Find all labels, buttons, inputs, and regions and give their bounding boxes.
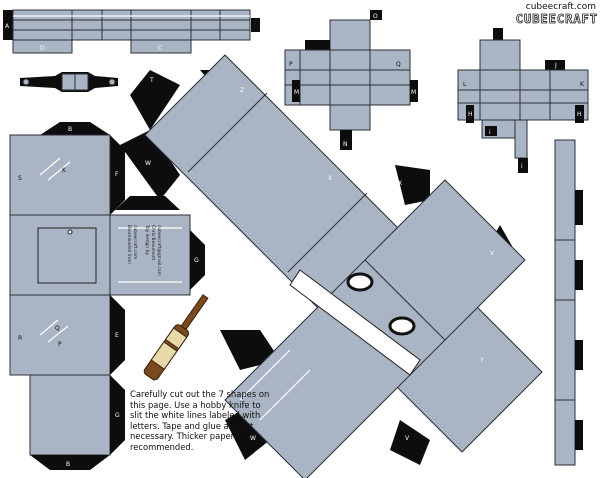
arm-piece-right: J J L K H H i i — [457, 28, 589, 173]
label-j: J — [494, 32, 497, 39]
label-x: X — [328, 175, 332, 182]
label-v: V — [490, 250, 495, 257]
label-v: V — [405, 435, 410, 442]
arm-piece-left: O O P Q M M N — [284, 10, 418, 150]
instructions-text: Carefully cut out the 7 shapes on this p… — [130, 389, 270, 452]
credits: Downloaded from cubeecraft.com Toy desig… — [126, 224, 162, 276]
label-y: Y — [479, 357, 484, 364]
label-r: R — [18, 335, 22, 342]
label-j: J — [554, 62, 557, 69]
label-f: F — [115, 171, 119, 178]
label-p: P — [58, 341, 62, 348]
cubeecraft-logo: CUBEECRAFT — [515, 12, 598, 27]
label-g: G — [115, 412, 120, 419]
credit-line: cubeecraft@gmail.com — [156, 225, 162, 276]
label-l: L — [463, 81, 467, 88]
credit-line: cubeecraft.com — [132, 225, 138, 259]
top-strip-piece: A A D C — [3, 9, 260, 54]
label-k: K — [62, 167, 67, 174]
label-u: U — [247, 260, 251, 267]
label-x: X — [398, 180, 402, 187]
label-e: E — [115, 332, 119, 339]
credit-line: Chris Beaumont — [150, 225, 156, 260]
label-i: i — [521, 163, 523, 170]
label-z: Z — [240, 87, 244, 94]
label-a: A — [253, 23, 258, 30]
label-c: C — [158, 45, 162, 52]
label-p: P — [289, 61, 293, 68]
label-h: H — [468, 111, 473, 118]
label-s: S — [18, 175, 22, 182]
body-x-piece: T Z W X X U U V Y W V — [120, 54, 543, 478]
head-cube-piece: B F E G G B S K R Q P Downloaded from cu… — [9, 122, 205, 470]
label-k: K — [580, 81, 585, 88]
label-d: D — [40, 45, 45, 52]
label-b: B — [68, 126, 72, 133]
antenna-piece — [20, 72, 118, 92]
label-n: N — [343, 141, 348, 148]
label-m: M — [411, 89, 416, 96]
credit-line: Downloaded from — [126, 225, 132, 264]
label-m: M — [294, 89, 299, 96]
label-h: H — [577, 111, 582, 118]
site-url: cubeecraft.com — [525, 2, 596, 12]
label-o: O — [373, 13, 378, 20]
label-t: T — [149, 77, 154, 84]
visor — [289, 269, 421, 376]
label-b: B — [66, 461, 70, 468]
label-q: Q — [396, 61, 401, 68]
credit-line: Toy design by — [144, 224, 150, 255]
label-q: Q — [55, 325, 60, 332]
eye-right — [388, 316, 416, 336]
label-a: A — [5, 23, 10, 30]
label-u: U — [250, 325, 254, 332]
label-i: i — [489, 129, 491, 136]
label-w: W — [145, 160, 151, 167]
bottle-icon — [143, 294, 209, 381]
side-strip-piece — [554, 139, 583, 466]
eye-left — [346, 272, 374, 292]
label-o: O — [312, 42, 317, 49]
label-w: W — [250, 435, 256, 442]
label-g: G — [194, 257, 199, 264]
